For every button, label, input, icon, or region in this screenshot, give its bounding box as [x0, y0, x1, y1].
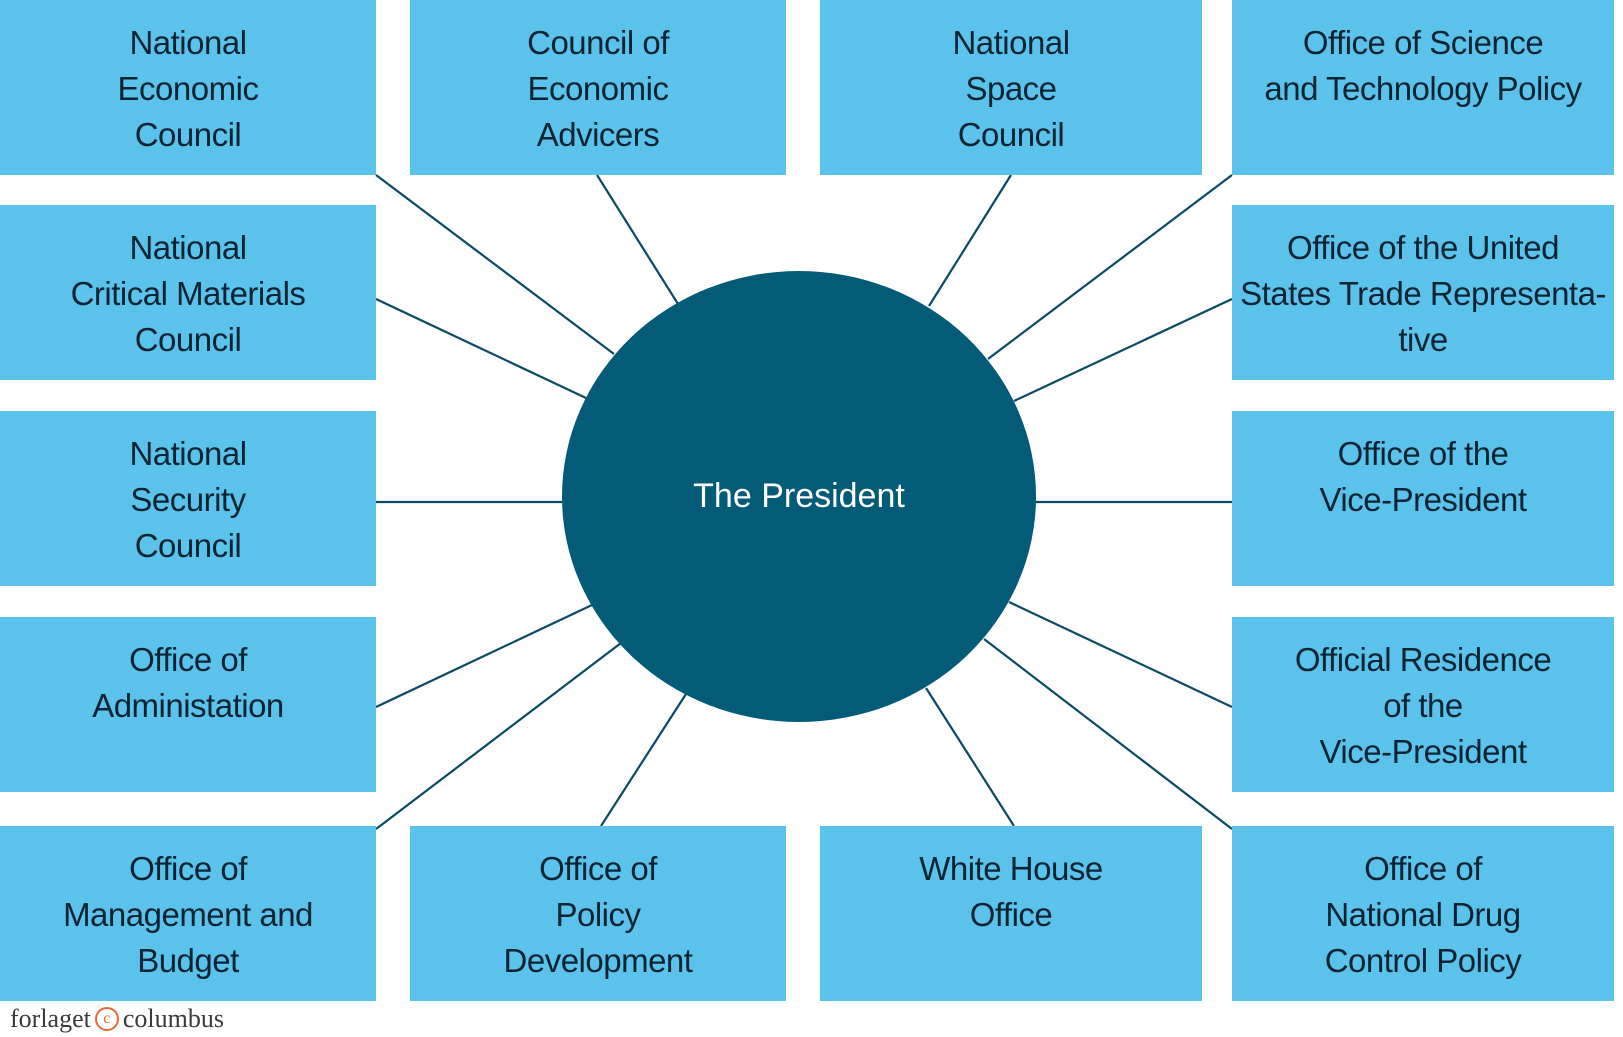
box-label: National Security Council — [129, 435, 247, 564]
box-label: Office of the Vice-President — [1319, 435, 1527, 518]
box-national-space-council: National Space Council — [820, 0, 1202, 175]
box-office-of-science-and-technology-policy: Office of Science and Technology Policy — [1232, 0, 1614, 175]
connector-office-of-management-and-budget — [375, 642, 622, 830]
box-council-of-economic-advicers: Council of Economic Advicers — [410, 0, 786, 175]
connector-office-of-national-drug-control-policy — [983, 638, 1233, 830]
connector-office-of-policy-development — [600, 693, 687, 827]
box-white-house-office: White House Office — [820, 826, 1202, 1001]
box-label: Council of Economic Advicers — [527, 24, 669, 153]
box-label: National Economic Council — [117, 24, 259, 153]
box-office-of-policy-development: Office of Policy Development — [410, 826, 786, 1001]
connector-national-space-council — [928, 174, 1012, 307]
box-office-of-administation: Office of Administation — [0, 617, 376, 792]
box-label: Office of National Drug Control Policy — [1324, 850, 1522, 979]
box-national-critical-materials-council: National Critical Materials Council — [0, 205, 376, 380]
box-official-residence-of-the-vice-president: Official Residence of the Vice-President — [1232, 617, 1614, 792]
box-label: Office of Science and Technology Policy — [1264, 24, 1582, 107]
box-label: Office of Management and Budget — [63, 850, 313, 979]
publisher-credit: forlaget c columbus — [10, 1004, 224, 1034]
box-label: National Space Council — [952, 24, 1070, 153]
box-label: Office of Administation — [92, 641, 284, 724]
copyright-icon: c — [94, 1007, 119, 1031]
box-office-of-the-us-trade-representative: Office of the United States Trade Repres… — [1232, 205, 1614, 380]
connector-office-of-the-us-trade-representative — [1013, 298, 1233, 402]
connector-white-house-office — [925, 687, 1015, 827]
connector-office-of-administation — [375, 604, 593, 708]
publisher-name-left: forlaget — [10, 1004, 91, 1033]
box-label: Office of Policy Development — [503, 850, 693, 979]
box-office-of-national-drug-control-policy: Office of National Drug Control Policy — [1232, 826, 1614, 1001]
connector-official-residence-of-the-vice-president — [1008, 601, 1233, 708]
connector-national-critical-materials-council — [375, 298, 587, 399]
publisher-name-right: columbus — [122, 1004, 224, 1033]
box-label: Office of the United States Trade Repres… — [1240, 229, 1606, 358]
box-label: National Critical Materials Council — [70, 229, 306, 358]
connector-office-of-science-and-technology-policy — [987, 174, 1233, 360]
president-node: The President — [562, 271, 1036, 722]
connector-national-economic-council — [375, 174, 615, 355]
box-office-of-management-and-budget: Office of Management and Budget — [0, 826, 376, 1001]
box-label: White House Office — [919, 850, 1103, 933]
box-national-security-council: National Security Council — [0, 411, 376, 586]
connector-council-of-economic-advicers — [596, 174, 679, 305]
box-label: Official Residence of the Vice-President — [1294, 641, 1552, 770]
box-national-economic-council: National Economic Council — [0, 0, 376, 175]
president-label: The President — [693, 477, 905, 515]
box-office-of-the-vice-president: Office of the Vice-President — [1232, 411, 1614, 586]
